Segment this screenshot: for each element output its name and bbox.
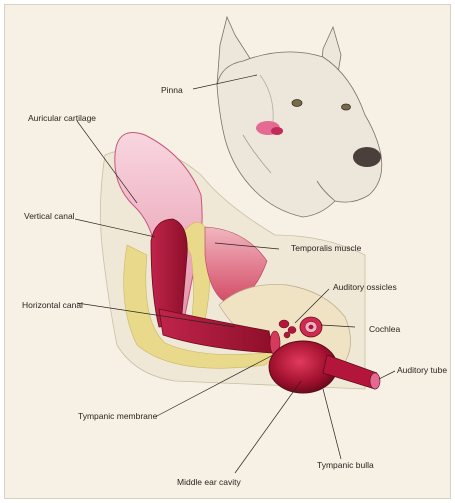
label-temporalis-muscle: Temporalis muscle bbox=[291, 243, 361, 253]
label-auditory-ossicles: Auditory ossicles bbox=[333, 282, 397, 292]
label-horizontal-canal: Horizontal canal bbox=[22, 300, 83, 310]
label-tympanic-membrane: Tympanic membrane bbox=[78, 411, 157, 421]
label-auricular-cartilage: Auricular cartilage bbox=[28, 113, 96, 123]
label-vertical-canal: Vertical canal bbox=[24, 211, 75, 221]
dog-head-sketch bbox=[217, 17, 382, 217]
label-tympanic-bulla: Tympanic bulla bbox=[317, 460, 374, 470]
label-pinna: Pinna bbox=[161, 85, 183, 95]
label-cochlea: Cochlea bbox=[369, 324, 400, 334]
ear-anatomy-illustration bbox=[5, 5, 451, 499]
label-auditory-tube: Auditory tube bbox=[397, 365, 447, 375]
label-middle-ear-cavity: Middle ear cavity bbox=[177, 477, 241, 487]
illustration-frame: Pinna Auricular cartilage Vertical canal… bbox=[4, 4, 451, 499]
